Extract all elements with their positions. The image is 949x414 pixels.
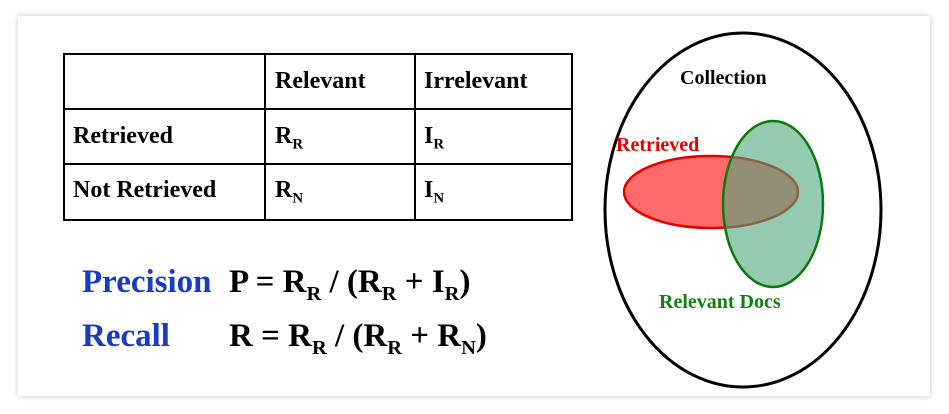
cell-retrieved-irrelevant: IR <box>424 123 445 153</box>
header-irrelevant: Irrelevant <box>424 68 528 94</box>
table-row-not-retrieved: Not Retrieved RN IN <box>65 165 571 219</box>
table-header-row: Relevant Irrelevant <box>65 55 571 110</box>
collection-label: Collection <box>680 67 767 89</box>
table-column-divider <box>264 55 266 219</box>
cell-not-retrieved-relevant: RN <box>275 177 304 207</box>
cell-retrieved-relevant: RR <box>275 123 304 153</box>
table-row-retrieved: Retrieved RR IR <box>65 110 571 165</box>
venn-diagram: Collection Retrieved Relevant Docs <box>603 31 883 389</box>
precision-formula: P = RR / (RR + IR) <box>229 264 471 305</box>
row-label-retrieved: Retrieved <box>73 123 173 149</box>
contingency-table: Relevant Irrelevant Retrieved RR IR Not … <box>63 53 573 221</box>
cell-not-retrieved-irrelevant: IN <box>424 177 445 207</box>
precision-label: Precision <box>82 264 212 300</box>
table-column-divider <box>414 55 416 219</box>
retrieved-label: Retrieved <box>616 134 699 156</box>
recall-formula: R = RR / (RR + RN) <box>229 318 487 359</box>
row-label-not-retrieved: Not Retrieved <box>73 177 217 203</box>
relevant-ellipse <box>721 119 825 289</box>
recall-label: Recall <box>82 318 170 354</box>
relevant-docs-label: Relevant Docs <box>659 291 781 313</box>
header-relevant: Relevant <box>275 68 366 94</box>
